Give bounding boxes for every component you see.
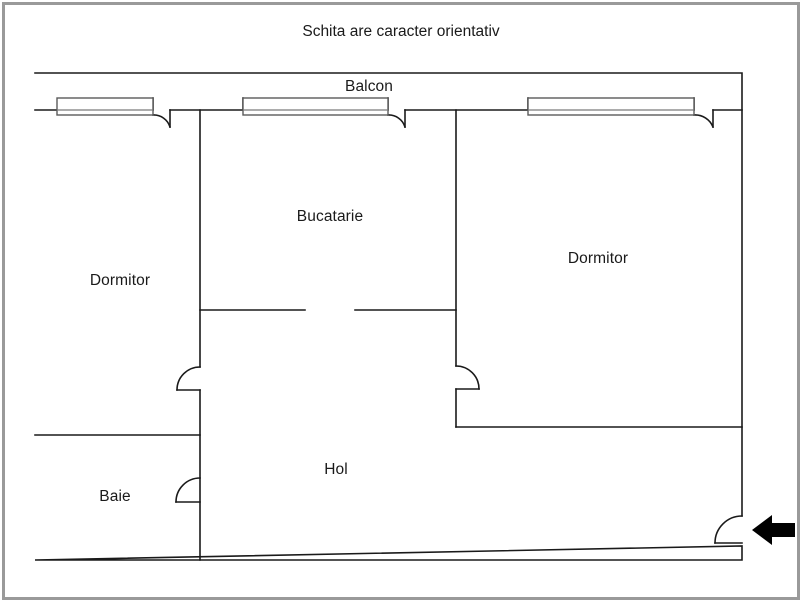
page-title: Schita are caracter orientativ <box>302 23 500 40</box>
balcony-door-arc-center <box>387 114 406 128</box>
door-arc-dormitor-right <box>455 365 480 390</box>
door-arc-baie <box>175 477 201 503</box>
room-label-baie: Baie <box>99 488 131 505</box>
door-arc-bucatarie-left <box>176 366 201 391</box>
room-label-dormitor-right: Dormitor <box>567 250 629 267</box>
room-label-balcon: Balcon <box>345 78 393 95</box>
window-right <box>527 97 695 116</box>
room-label-bucatarie: Bucatarie <box>296 208 364 225</box>
entrance-arrow <box>752 515 795 545</box>
entrance-arrow-glyph <box>752 515 795 545</box>
outer-wall-outline <box>34 72 743 561</box>
window-left <box>56 97 154 116</box>
windows <box>56 97 695 116</box>
balcony-door-arc-left <box>152 114 171 128</box>
room-label-dormitor-left: Dormitor <box>89 272 151 289</box>
entrance-door-arc <box>714 515 743 544</box>
balcony-door-arc-right <box>693 114 715 129</box>
window-center <box>242 97 389 116</box>
room-label-hol: Hol <box>324 461 348 478</box>
